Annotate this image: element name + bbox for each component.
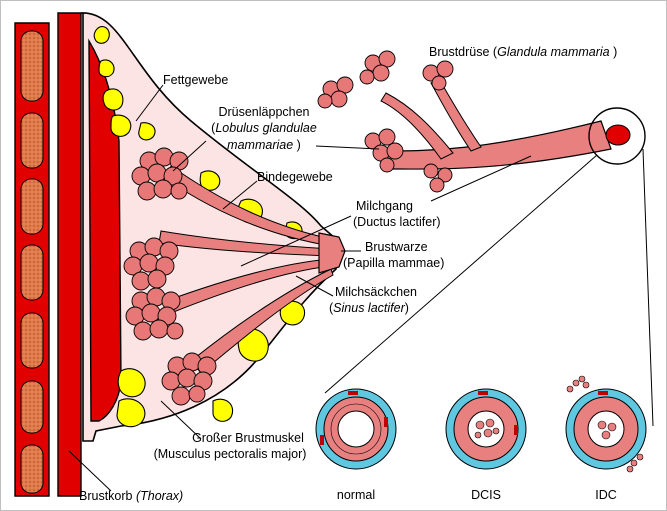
rib xyxy=(21,313,43,368)
label-papilla: (Papilla mammae) xyxy=(343,256,444,271)
cross-section-normal xyxy=(316,389,396,469)
caption-normal: normal xyxy=(316,488,396,503)
label-milchsaeckchen: Milchsäckchen xyxy=(335,285,417,300)
label-brustkorb: Brustkorb (Thorax) xyxy=(79,489,183,504)
label-fettgewebe: Fettgewebe xyxy=(163,73,228,88)
mammary-gland-detail xyxy=(318,51,645,192)
nipple xyxy=(319,233,345,273)
cross-section-dcis xyxy=(446,389,526,469)
rib xyxy=(21,445,43,493)
label-druesenlaeppchen: Drüsenläppchen xyxy=(199,105,329,120)
label-brustdruese: Brustdrüse (Glandula mammaria ) xyxy=(429,45,617,60)
lobule-cluster xyxy=(423,61,453,90)
lobule-cluster xyxy=(126,288,183,340)
label-milchgang: Milchgang xyxy=(356,199,413,214)
rib xyxy=(21,179,43,234)
cross-section-idc xyxy=(566,376,646,472)
pectoral-muscle xyxy=(58,13,81,496)
label-brustwarze: Brustwarze xyxy=(365,240,428,255)
lobule-cluster xyxy=(360,51,395,84)
label-lobulus: (Lobulus glandulae xyxy=(199,121,329,136)
rib xyxy=(21,245,43,300)
label-musculus: (Musculus pectoralis major) xyxy=(135,447,325,462)
caption-dcis: DCIS xyxy=(446,488,526,503)
zoom-line-right xyxy=(643,149,653,426)
zoom-line-left xyxy=(325,155,597,393)
label-brustmuskel: Großer Brustmuskel xyxy=(153,431,343,446)
label-bindegewebe: Bindegewebe xyxy=(257,170,333,185)
rib xyxy=(21,113,43,168)
label-mammariae: mammariae ) xyxy=(199,138,329,153)
caption-idc: IDC xyxy=(566,488,646,503)
duct-lumen xyxy=(606,125,630,145)
rib xyxy=(21,31,43,101)
label-ductus: (Ductus lactifer) xyxy=(353,215,441,230)
rib xyxy=(21,381,43,433)
label-sinus: (Sinus lactifer) xyxy=(329,301,409,316)
lobule-cluster xyxy=(318,77,353,108)
